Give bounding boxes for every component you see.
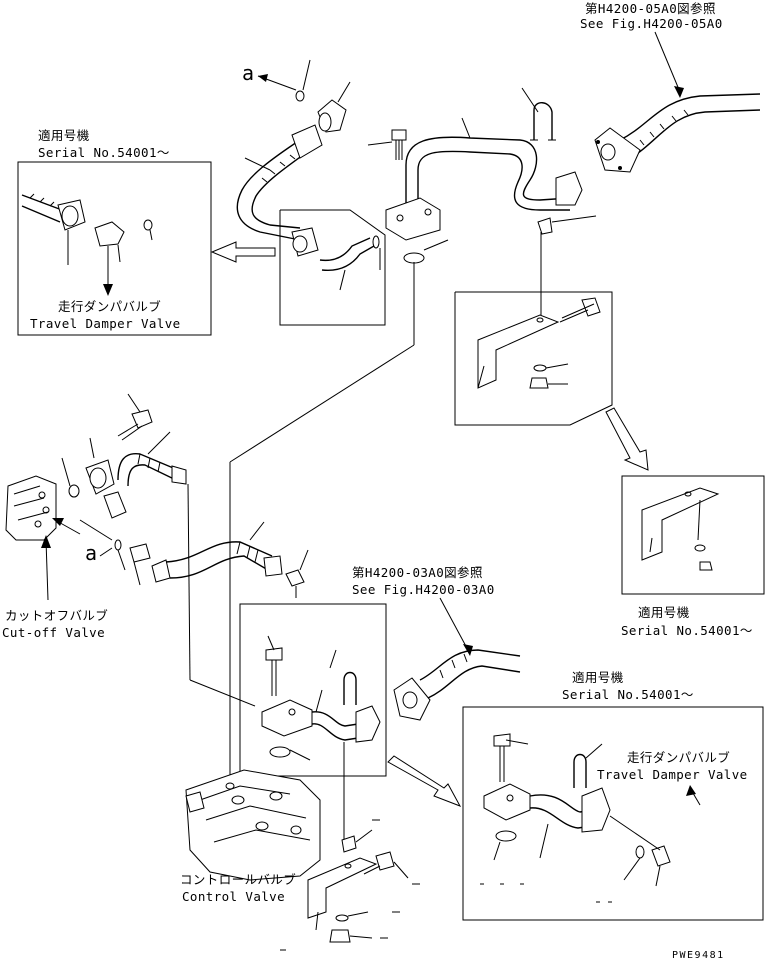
inset-top-parts: [291, 227, 381, 291]
u-bolt-top: [521, 87, 556, 141]
ref-top-leader: [654, 31, 681, 93]
serial-jp-right: 適用号機: [638, 605, 690, 620]
callout-a-top: a: [242, 61, 254, 85]
serial-inset-lower: [462, 706, 764, 921]
flange-top: [555, 171, 583, 206]
fitting-block-top: [385, 197, 441, 241]
top-right-hose: [594, 93, 761, 173]
inset-middle-parts: [261, 635, 381, 761]
inset-frame-top: [279, 209, 386, 326]
fitting-mid: [285, 549, 309, 598]
ref-top-en: See Fig.H4200-05A0: [580, 16, 723, 31]
serial-en-right: Serial No.54001～: [621, 623, 753, 638]
hose-mid-left: [117, 431, 187, 487]
arrow-to-serial-inset: [210, 241, 276, 263]
arrow-to-bracket-inset: [605, 407, 649, 471]
arrow-to-lower-inset: [387, 755, 462, 807]
serial-inset-lower-parts: [483, 733, 671, 887]
bracket-inset-right-parts: [641, 487, 720, 571]
serial-en-lower: Serial No.54001～: [562, 687, 694, 702]
cap-top: [537, 217, 553, 235]
ref-mid-en: See Fig.H4200-03A0: [352, 582, 495, 597]
elbow-fitting-top: [317, 81, 351, 133]
bolt-top: [367, 129, 407, 160]
serial-inset-left: [17, 161, 212, 336]
cutoff-jp: カットオフバルブ: [5, 608, 108, 623]
drawing-number: PWE9481: [672, 950, 725, 961]
top-left-hose: [236, 124, 323, 241]
serial-en-left: Serial No.54001～: [38, 145, 170, 160]
bolt-cutoff: [117, 393, 153, 441]
travel-damper-jp-lower: 走行ダンパバルブ: [627, 750, 730, 765]
inset-frame-middle: [239, 603, 387, 777]
tube-top: [405, 117, 571, 211]
callout-a-mid: a: [85, 541, 97, 565]
travel-damper-en-left: Travel Damper Valve: [30, 316, 181, 331]
control-jp: コントロールバルブ: [180, 872, 296, 887]
control-en: Control Valve: [182, 889, 285, 904]
bracket-parts-top: [477, 297, 601, 389]
elbow-fitting-cutoff: [85, 437, 127, 519]
travel-damper-en-lower: Travel Damper Valve: [597, 767, 748, 782]
gasket-top: [403, 252, 425, 264]
ref-top-jp: 第H4200-05A0図参照: [585, 1, 716, 16]
bracket-lower: [307, 829, 409, 943]
ref-top-arrow: [674, 86, 684, 98]
travel-damper-jp-left: 走行ダンパバルブ: [58, 299, 161, 314]
serial-inset-left-parts: [21, 193, 153, 296]
o-ring-top: [295, 90, 305, 102]
bracket-inset-right: [621, 475, 765, 595]
inset-frame-bracket: [454, 291, 613, 426]
o-ring-mid: [114, 539, 122, 551]
o-ring-cutoff: [68, 484, 80, 498]
dash-marks: [280, 819, 612, 951]
hose-middle: [129, 521, 283, 586]
ref-mid-jp: 第H4200-03A0図参照: [352, 565, 483, 580]
serial-jp-lower: 適用号機: [572, 670, 624, 685]
cutoff-en: Cut-off Valve: [2, 625, 105, 640]
hose-mid-right: [393, 649, 521, 721]
cutoff-valve: [5, 475, 57, 541]
control-valve: [185, 769, 321, 881]
serial-jp-left: 適用号機: [38, 128, 90, 143]
